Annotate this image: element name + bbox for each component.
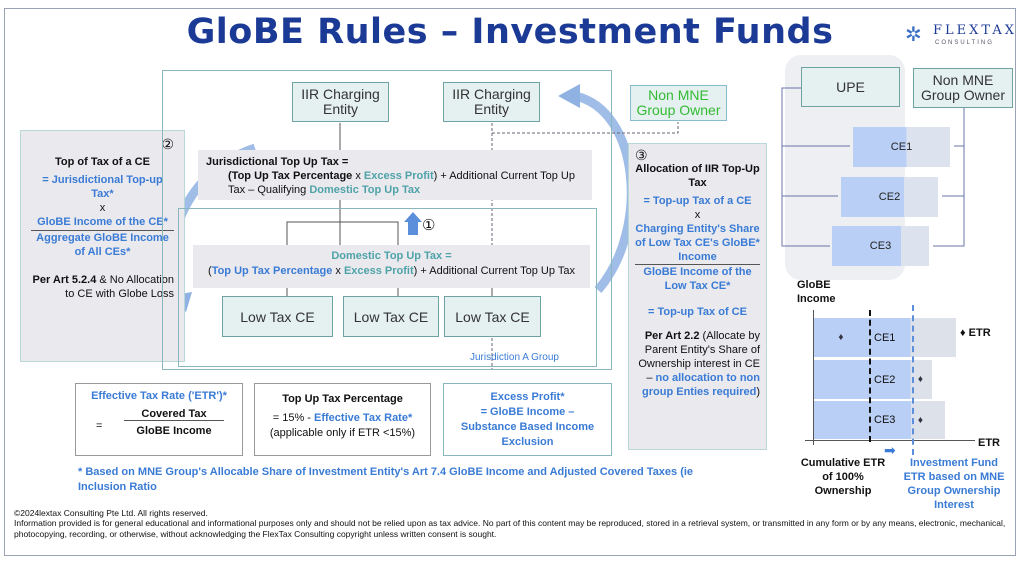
ce1-box: CE1 bbox=[853, 127, 950, 167]
logo-flower-icon: ✲ bbox=[905, 24, 922, 46]
chart-bar-ce1: CE1 ♦ bbox=[814, 318, 956, 357]
multiply-sign: x bbox=[694, 209, 701, 221]
ep-line-1: = GloBE Income – bbox=[480, 406, 575, 418]
ce3-box: CE3 bbox=[832, 226, 929, 266]
fund-etr-label: Investment Fund ETR based on MNE Group O… bbox=[903, 457, 1005, 511]
logo-sub: CONSULTING bbox=[935, 40, 994, 46]
disclaimer: Information provided is for general educ… bbox=[14, 518, 1006, 539]
iir-charging-entity-2: IIR Charging Entity bbox=[443, 82, 540, 122]
x-axis bbox=[805, 440, 975, 441]
box-heading: Allocation of IIR Top-Up Tax bbox=[635, 163, 760, 189]
formula-result: = Top-up Tax of CE bbox=[648, 306, 747, 318]
page-title: GloBE Rules – Investment Funds bbox=[186, 12, 834, 52]
logo-name: FLEXTAX bbox=[933, 23, 1018, 38]
chart-bar-ce3: CE3 ♦ bbox=[814, 401, 945, 439]
footnote: * Based on MNE Group's Allocable Share o… bbox=[78, 466, 694, 493]
formula-denominator: GloBE Income of the Low Tax CE* bbox=[643, 266, 752, 292]
upe-box: UPE bbox=[801, 67, 900, 107]
ownership-connectors bbox=[781, 87, 965, 247]
non-mne-group-owner: Non MNE Group Owner bbox=[630, 85, 727, 121]
formula-line: = Jurisdictional Top-up Tax* bbox=[42, 174, 163, 200]
slide-frame bbox=[4, 8, 1016, 556]
low-tax-ce-1: Low Tax CE bbox=[222, 296, 333, 337]
right-arrow-icon: ➡ bbox=[884, 442, 896, 458]
step-2-marker: ② bbox=[161, 136, 174, 152]
bar-label: CE3 bbox=[874, 414, 896, 426]
jurisdiction-label: Jurisdiction A Group bbox=[470, 352, 559, 363]
fund-etr-line bbox=[912, 305, 914, 455]
formula-heading: Domestic Top Up Tax = bbox=[331, 250, 452, 262]
chart-bar-ce2: CE2 ♦ bbox=[814, 360, 932, 399]
etr-definition-box: Effective Tax Rate ('ETR')* = Covered Ta… bbox=[75, 383, 243, 456]
step-3-marker: ③ bbox=[635, 147, 648, 163]
copyright: ©2024lextax Consulting Pte Ltd. All righ… bbox=[14, 508, 208, 518]
bar-label: CE2 bbox=[874, 373, 896, 386]
jurisdiction-outer-frame bbox=[162, 70, 612, 370]
flextax-logo: ✲ FLEXTAX CONSULTING bbox=[905, 20, 1015, 50]
etr-marker: ♦ bbox=[838, 332, 844, 343]
y-axis bbox=[813, 310, 814, 445]
bar-label: CE1 bbox=[874, 331, 896, 344]
ce2-box: CE2 bbox=[841, 177, 938, 217]
up-arrow-icon bbox=[404, 212, 422, 222]
low-tax-ce-2: Low Tax CE bbox=[343, 296, 439, 337]
cumulative-etr-label: Cumulative ETR of 100% Ownership bbox=[800, 457, 886, 497]
art-note: Per Art 5.2.4 & No Allocation to CE with… bbox=[32, 274, 174, 300]
etr-title: Effective Tax Rate ('ETR')* bbox=[91, 390, 227, 402]
multiply-sign: x bbox=[99, 202, 106, 214]
formula-body: (Top Up Tax Percentage x Excess Profit) … bbox=[228, 170, 575, 196]
formula-numerator: Charging Entity's Share of Low Tax CE's … bbox=[635, 223, 760, 265]
etr-marker: ♦ bbox=[917, 414, 924, 426]
formula-heading: Jurisdictional Top Up Tax = bbox=[206, 156, 349, 168]
non-mne-connector bbox=[492, 122, 679, 134]
etr-marker: ♦ bbox=[917, 374, 924, 385]
non-mne-owner-box: Non MNE Group Owner bbox=[913, 68, 1013, 108]
formula-denominator: Aggregate GloBE Income of All CEs* bbox=[36, 232, 169, 258]
formula-numerator: GloBE Income of the CE* bbox=[31, 215, 174, 231]
tutp-title: Top Up Tax Percentage bbox=[282, 393, 403, 405]
etr-numerator: Covered Tax bbox=[124, 408, 224, 421]
right-arrow-head bbox=[558, 84, 580, 108]
ce-top-up-tax-box: ② Top of Tax of a CE = Jurisdictional To… bbox=[20, 130, 185, 362]
formula-line: = Top-up Tax of a CE bbox=[643, 195, 752, 207]
ep-line-2: Substance Based Income Exclusion bbox=[460, 421, 595, 448]
box-heading: Top of Tax of a CE bbox=[55, 156, 150, 168]
top-up-percentage-box: Top Up Tax Percentage = 15% - Effective … bbox=[254, 383, 431, 456]
tutp-condition: (applicable only if ETR <15%) bbox=[269, 427, 416, 439]
low-tax-ce-3: Low Tax CE bbox=[444, 296, 541, 337]
cumulative-etr-line bbox=[869, 310, 871, 442]
chart-y-label: GloBE Income bbox=[797, 279, 836, 305]
tutp-formula: = 15% - Effective Tax Rate* bbox=[272, 412, 413, 424]
formula-body: (Top Up Tax Percentage x Excess Profit) … bbox=[208, 265, 575, 277]
chart-x-label: ETR bbox=[978, 437, 1000, 449]
up-arrow-shaft bbox=[408, 222, 418, 235]
domestic-top-up-formula: Domestic Top Up Tax = (Top Up Tax Percen… bbox=[193, 245, 590, 288]
jurisdictional-top-up-formula: Jurisdictional Top Up Tax = (Top Up Tax … bbox=[198, 150, 592, 200]
step-1-marker: ① bbox=[422, 217, 436, 234]
etr-denominator: GloBE Income bbox=[136, 425, 212, 437]
chart-legend: ♦ ETR bbox=[960, 327, 991, 339]
iir-charging-entity-1: IIR Charging Entity bbox=[292, 82, 389, 122]
excess-profit-box: Excess Profit* = GloBE Income – Substanc… bbox=[443, 383, 612, 456]
iir-allocation-box: ③ Allocation of IIR Top-Up Tax = Top-up … bbox=[628, 143, 767, 450]
ep-title: Excess Profit* bbox=[490, 391, 565, 403]
art-note: Per Art 2.2 (Allocate by Parent Entity's… bbox=[638, 330, 760, 398]
jurisdiction-a-group bbox=[178, 208, 597, 367]
equals-sign: = bbox=[96, 420, 103, 432]
